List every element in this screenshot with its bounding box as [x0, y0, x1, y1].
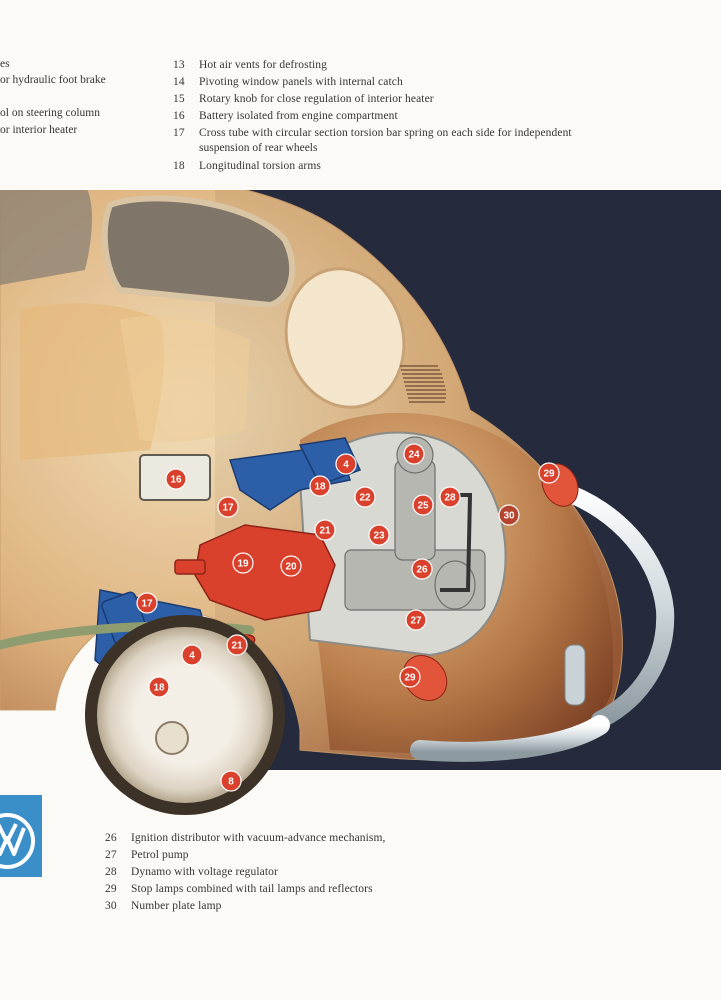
engine-louvres — [400, 365, 446, 403]
callout-marker: 4 — [181, 644, 203, 666]
callout-marker: 30 — [498, 504, 520, 526]
legend-text: Ignition distributor with vacuum-advance… — [131, 832, 386, 844]
callout-marker: 19 — [232, 552, 254, 574]
legend-text: Battery isolated from engine compartment — [199, 110, 398, 122]
callout-label: 21 — [231, 641, 243, 652]
legend-item: 27 Petrol pump — [105, 847, 189, 863]
legend-number: 13 — [173, 59, 185, 71]
callout-marker: 17 — [217, 496, 239, 518]
legend-number: 26 — [105, 832, 117, 844]
bumper-lower — [410, 715, 610, 762]
rear-window — [284, 267, 406, 409]
legend-text: Dynamo with voltage regulator — [131, 866, 278, 878]
seat-back — [120, 316, 250, 442]
callout-marker: 26 — [411, 558, 433, 580]
bumper-upper — [551, 481, 675, 729]
legend-text: Stop lamps combined with tail lamps and … — [131, 883, 373, 895]
legend-fragment: ol on steering column — [0, 107, 100, 119]
callout-marker: 8 — [220, 770, 242, 792]
callout-marker: 28 — [439, 486, 461, 508]
legend-item: 29 Stop lamps combined with tail lamps an… — [105, 881, 373, 897]
legend-number: 28 — [105, 866, 117, 878]
rear-side-window — [101, 195, 296, 309]
callout-marker: 21 — [314, 519, 336, 541]
callout-label: 4 — [343, 460, 349, 471]
callout-label: 19 — [237, 559, 249, 570]
legend-fragment: or interior heater — [0, 124, 78, 136]
callout-marker: 29 — [538, 462, 560, 484]
callout-marker: 21 — [226, 634, 248, 656]
legend-number: 27 — [105, 849, 117, 861]
callout-label: 8 — [228, 777, 234, 788]
legend-number: 16 — [173, 110, 185, 122]
callout-label: 28 — [444, 493, 456, 504]
legend-item: 17 Cross tube with circular section torsi… — [173, 125, 572, 141]
callout-marker: 18 — [309, 475, 331, 497]
stop-lamp-lower — [402, 655, 448, 701]
legend-number: 14 — [173, 76, 185, 88]
callout-label: 29 — [404, 673, 416, 684]
callout-label: 25 — [417, 501, 429, 512]
legend-item: 28 Dynamo with voltage regulator — [105, 864, 278, 880]
callout-label: 20 — [285, 562, 297, 573]
legend-item: 14 Pivoting window panels with internal c… — [173, 74, 403, 90]
callout-label: 16 — [170, 475, 182, 486]
legend-text: Longitudinal torsion arms — [199, 160, 321, 172]
callout-label: 24 — [408, 450, 420, 461]
legend-fragment: or hydraulic foot brake — [0, 74, 106, 86]
callout-marker: 20 — [280, 555, 302, 577]
callout-marker: 22 — [354, 486, 376, 508]
callout-label: 26 — [416, 565, 428, 576]
callout-marker: 4 — [335, 453, 357, 475]
legend-continuation: suspension of rear wheels — [199, 142, 318, 154]
legend-text: Rotary knob for close regulation of inte… — [199, 93, 434, 105]
callout-markers: 16 17 4 18 22 24 25 28 29 30 21 23 19 20… — [136, 443, 560, 792]
legend-number: 17 — [173, 127, 185, 139]
legend-text: Pivoting window panels with internal cat… — [199, 76, 403, 88]
callout-marker: 25 — [412, 494, 434, 516]
callout-label: 22 — [359, 493, 371, 504]
front-side-window — [0, 190, 92, 285]
legend-fragment: es — [0, 58, 10, 70]
callout-label: 18 — [153, 683, 165, 694]
hubcap — [155, 721, 189, 755]
legend-text: Number plate lamp — [131, 900, 222, 912]
wheel-rim — [97, 627, 273, 803]
callout-label: 18 — [314, 482, 326, 493]
callout-marker: 18 — [148, 676, 170, 698]
callout-label: 4 — [189, 651, 195, 662]
engine-block — [344, 436, 486, 611]
legend-item: 16 Battery isolated from engine compartme… — [173, 108, 398, 124]
callout-label: 17 — [141, 599, 153, 610]
legend-text: Hot air vents for defrosting — [199, 59, 327, 71]
callout-marker: 27 — [405, 609, 427, 631]
cutaway-illustration: 16 17 4 18 22 24 25 28 29 30 21 23 19 20… — [0, 190, 721, 815]
callout-label: 17 — [222, 503, 234, 514]
legend-text: Petrol pump — [131, 849, 189, 861]
legend-item: 18 Longitudinal torsion arms — [173, 158, 321, 174]
legend-text: Cross tube with circular section torsion… — [199, 127, 572, 139]
legend-item: 15 Rotary knob for close regulation of in… — [173, 91, 434, 107]
legend-item: 30 Number plate lamp — [105, 898, 221, 914]
callout-marker: 29 — [399, 666, 421, 688]
legend-number: 15 — [173, 93, 185, 105]
vw-logo-icon — [0, 795, 42, 877]
callout-label: 29 — [543, 469, 555, 480]
callout-marker: 16 — [165, 468, 187, 490]
left-column-fragments: es or hydraulic foot brake ol on steerin… — [0, 50, 160, 150]
legend-item: 13 Hot air vents for defrosting — [173, 57, 327, 73]
callout-marker: 24 — [403, 443, 425, 465]
callout-label: 21 — [319, 526, 331, 537]
vw-logo-mark — [0, 813, 35, 869]
callout-marker: 23 — [368, 524, 390, 546]
callout-label: 30 — [503, 511, 515, 522]
legend-number: 18 — [173, 160, 185, 172]
callout-label: 27 — [410, 616, 422, 627]
legend-number: 29 — [105, 883, 117, 895]
callout-marker: 17 — [136, 592, 158, 614]
legend-item: 26 Ignition distributor with vacuum-advan… — [105, 830, 386, 846]
bumper-guard — [564, 644, 586, 706]
callout-label: 23 — [373, 531, 385, 542]
legend-number: 30 — [105, 900, 117, 912]
